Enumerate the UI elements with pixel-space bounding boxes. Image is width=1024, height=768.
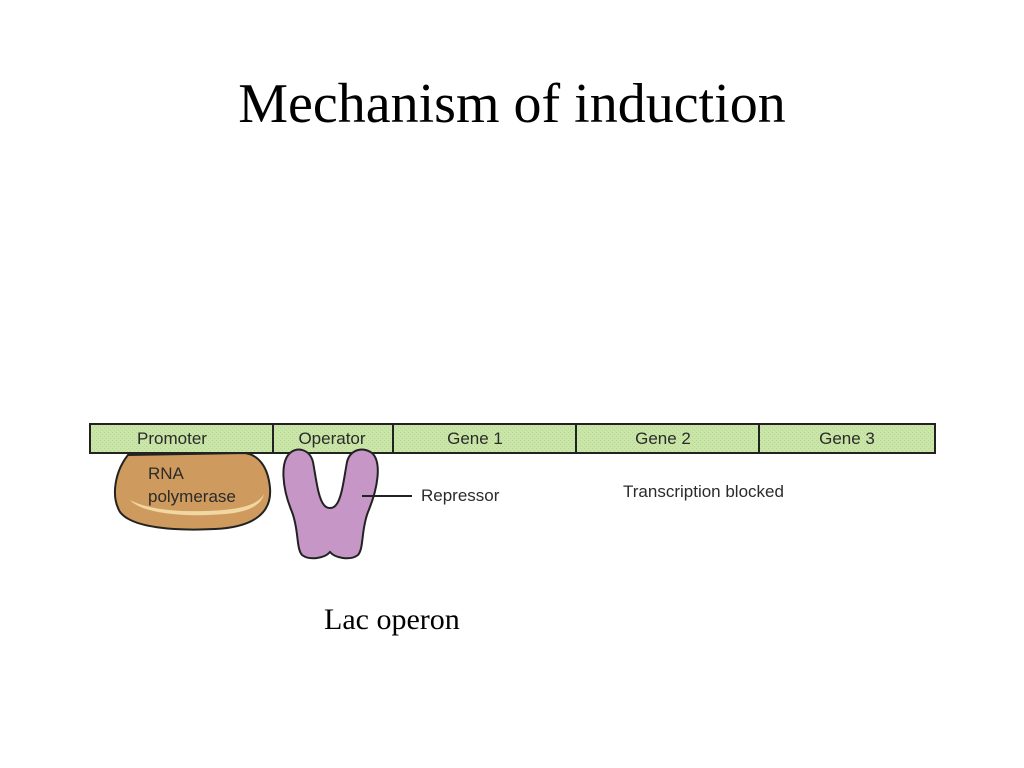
gene-2-label: Gene 2: [635, 429, 691, 448]
gene-3-label: Gene 3: [819, 429, 875, 448]
repressor-protein: Repressor: [282, 448, 500, 560]
operator-label: Operator: [298, 429, 365, 448]
rna-polymerase: RNA polymerase: [113, 451, 272, 531]
gene-1-label: Gene 1: [447, 429, 503, 448]
promoter-label: Promoter: [137, 429, 207, 448]
repressor-label: Repressor: [421, 486, 500, 505]
rna-polymerase-highlight: [130, 494, 264, 516]
dna-strip-background: [89, 423, 936, 454]
slide-title: Mechanism of induction: [238, 73, 786, 135]
diagram-caption: Lac operon: [324, 603, 460, 636]
transcription-status-label: Transcription blocked: [623, 482, 784, 501]
repressor-body: [282, 448, 379, 560]
rna-polymerase-label-line-1: RNA: [148, 464, 185, 483]
dna-strip: Promoter Operator Gene 1 Gene 2 Gene 3: [89, 423, 936, 454]
rna-polymerase-label-line-2: polymerase: [148, 487, 236, 506]
